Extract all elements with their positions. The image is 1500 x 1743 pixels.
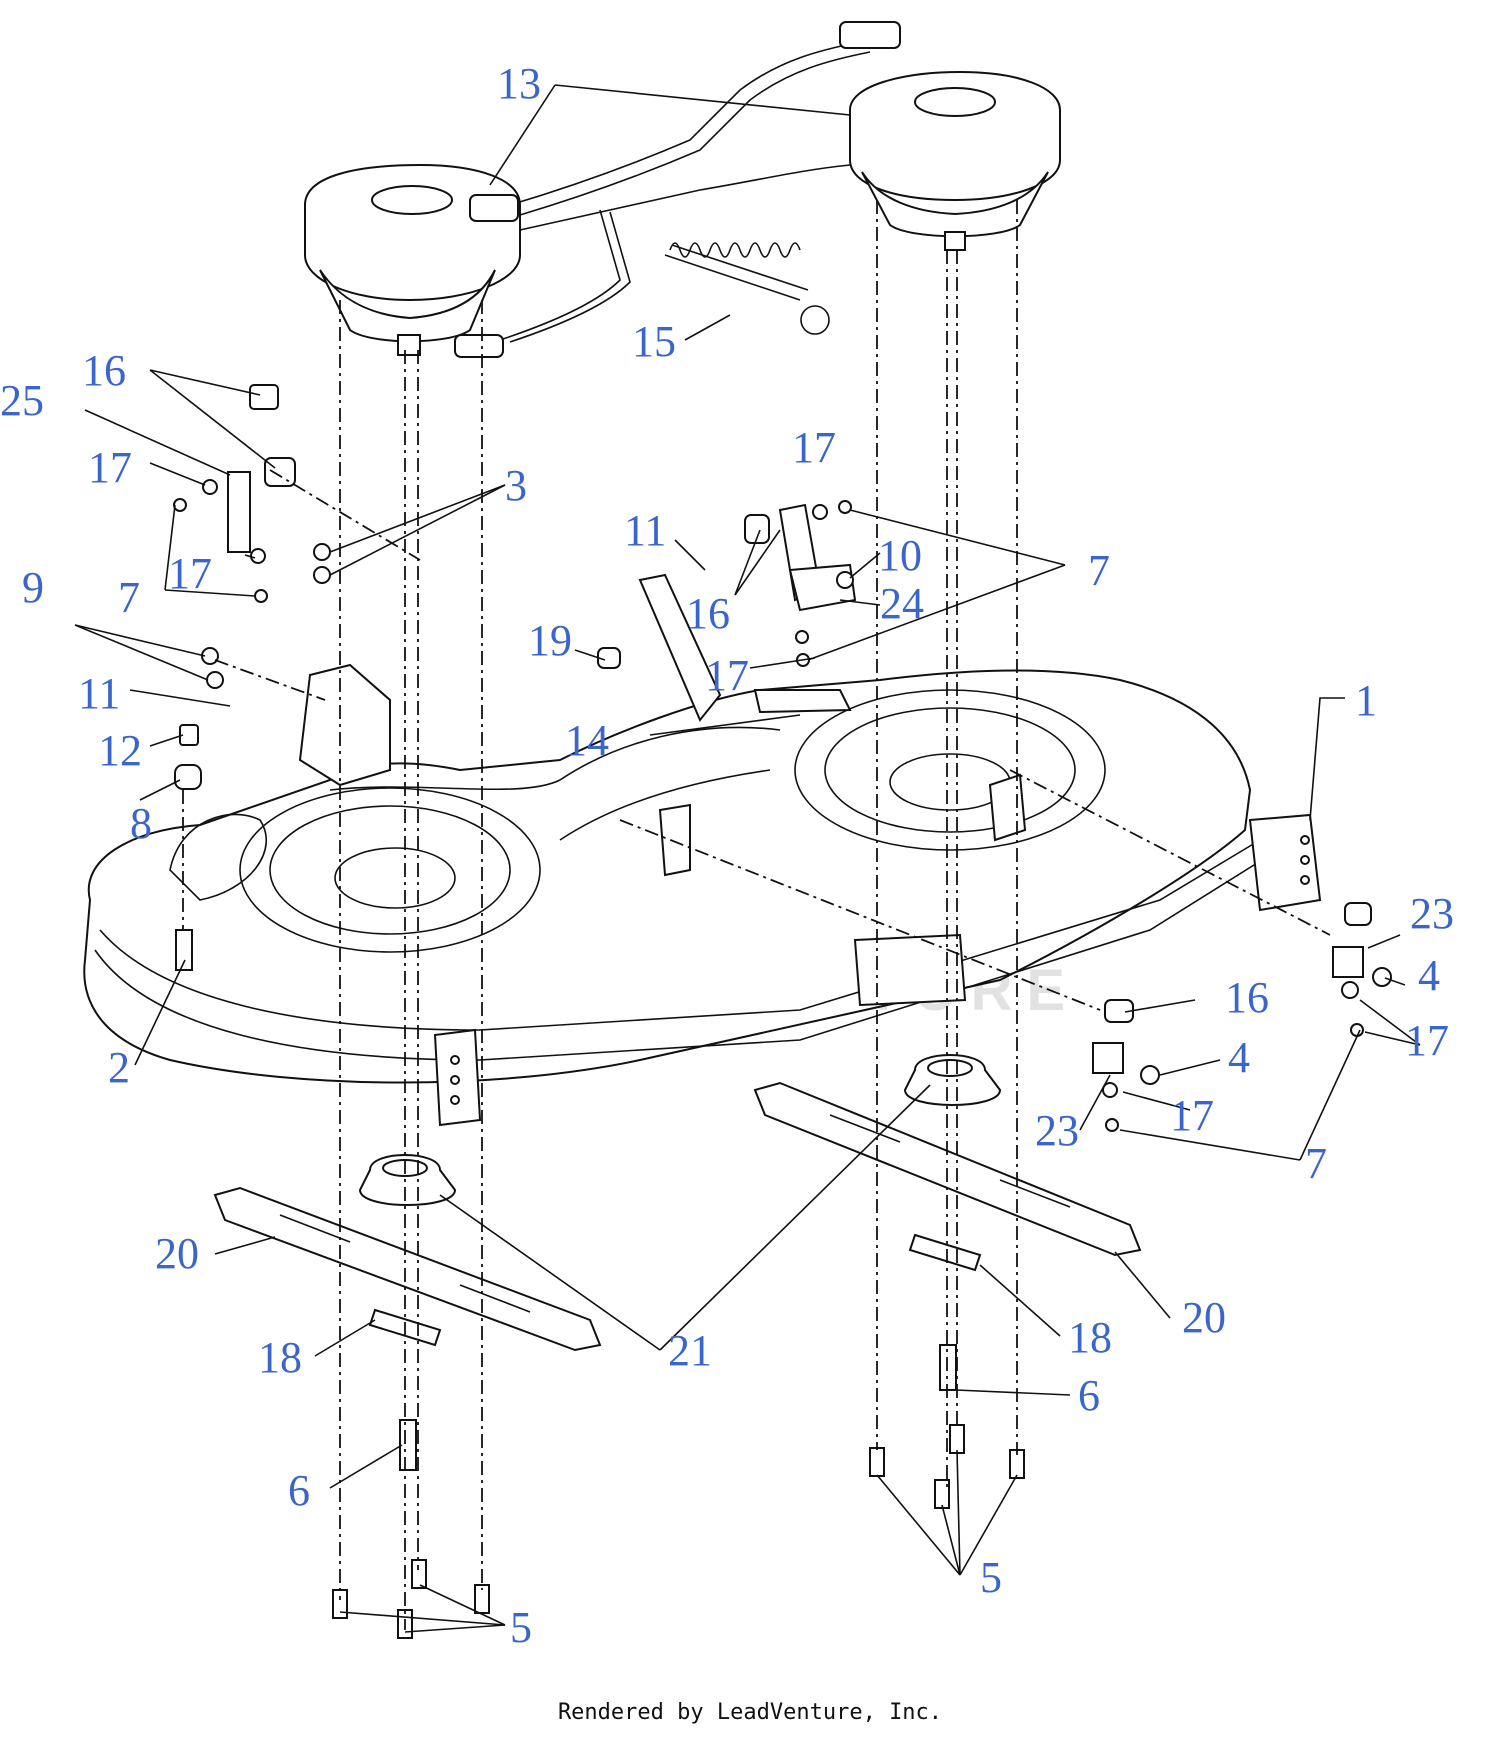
callout-14: 14 xyxy=(565,716,609,765)
callout-16: 16 xyxy=(1225,973,1269,1022)
callout-1: 1 xyxy=(1355,676,1377,725)
callout-23: 23 xyxy=(1035,1106,1079,1155)
callout-19: 19 xyxy=(528,616,572,665)
callout-9: 9 xyxy=(22,563,44,612)
callout-20: 20 xyxy=(1182,1293,1226,1342)
callout-6: 6 xyxy=(1078,1371,1100,1420)
callout-11: 11 xyxy=(78,669,120,718)
callout-16: 16 xyxy=(686,589,730,638)
callout-17: 17 xyxy=(168,549,212,598)
leader-lines xyxy=(74,84,1421,1633)
callout-25: 25 xyxy=(0,376,44,425)
callout-7: 7 xyxy=(118,573,140,622)
callout-4: 4 xyxy=(1418,951,1440,1000)
assembly-centerlines xyxy=(182,200,1331,1630)
callout-5: 5 xyxy=(980,1553,1002,1602)
callout-17: 17 xyxy=(1405,1016,1449,1065)
callout-18: 18 xyxy=(1068,1313,1112,1362)
callout-17: 17 xyxy=(792,423,836,472)
callout-labels: 13 15 16 25 17 17 7 3 9 11 12 8 2 17 11 … xyxy=(0,59,1454,1652)
hardware xyxy=(173,384,1392,1132)
callout-13: 13 xyxy=(497,59,541,108)
callout-3: 3 xyxy=(505,461,527,510)
callout-7: 7 xyxy=(1088,546,1110,595)
callout-23: 23 xyxy=(1410,889,1454,938)
spindle-motor-right xyxy=(849,70,1061,251)
spindle-motor-left xyxy=(304,163,521,356)
callout-17: 17 xyxy=(705,651,749,700)
callout-11: 11 xyxy=(624,506,666,555)
tension-spring xyxy=(664,242,830,335)
callout-18: 18 xyxy=(258,1333,302,1382)
bolts xyxy=(332,1424,1025,1639)
callout-15: 15 xyxy=(632,317,676,366)
mower-blades xyxy=(213,1081,1142,1352)
callout-2: 2 xyxy=(108,1043,130,1092)
spindle-shafts xyxy=(399,1344,957,1471)
wiring-harness xyxy=(454,21,901,358)
callout-17: 17 xyxy=(1170,1091,1214,1140)
callout-7: 7 xyxy=(1305,1139,1327,1188)
rendered-by-footer: Rendered by LeadVenture, Inc. xyxy=(557,1700,943,1725)
callout-24: 24 xyxy=(880,579,924,628)
callout-6: 6 xyxy=(288,1466,310,1515)
deck-mounting-brackets xyxy=(298,663,1322,1127)
callout-10: 10 xyxy=(878,531,922,580)
callout-4: 4 xyxy=(1228,1033,1250,1082)
callout-21: 21 xyxy=(668,1326,712,1375)
callout-5: 5 xyxy=(510,1603,532,1652)
callout-16: 16 xyxy=(82,346,126,395)
callout-17: 17 xyxy=(88,443,132,492)
callout-20: 20 xyxy=(155,1229,199,1278)
callout-8: 8 xyxy=(130,799,152,848)
callout-12: 12 xyxy=(98,726,142,775)
